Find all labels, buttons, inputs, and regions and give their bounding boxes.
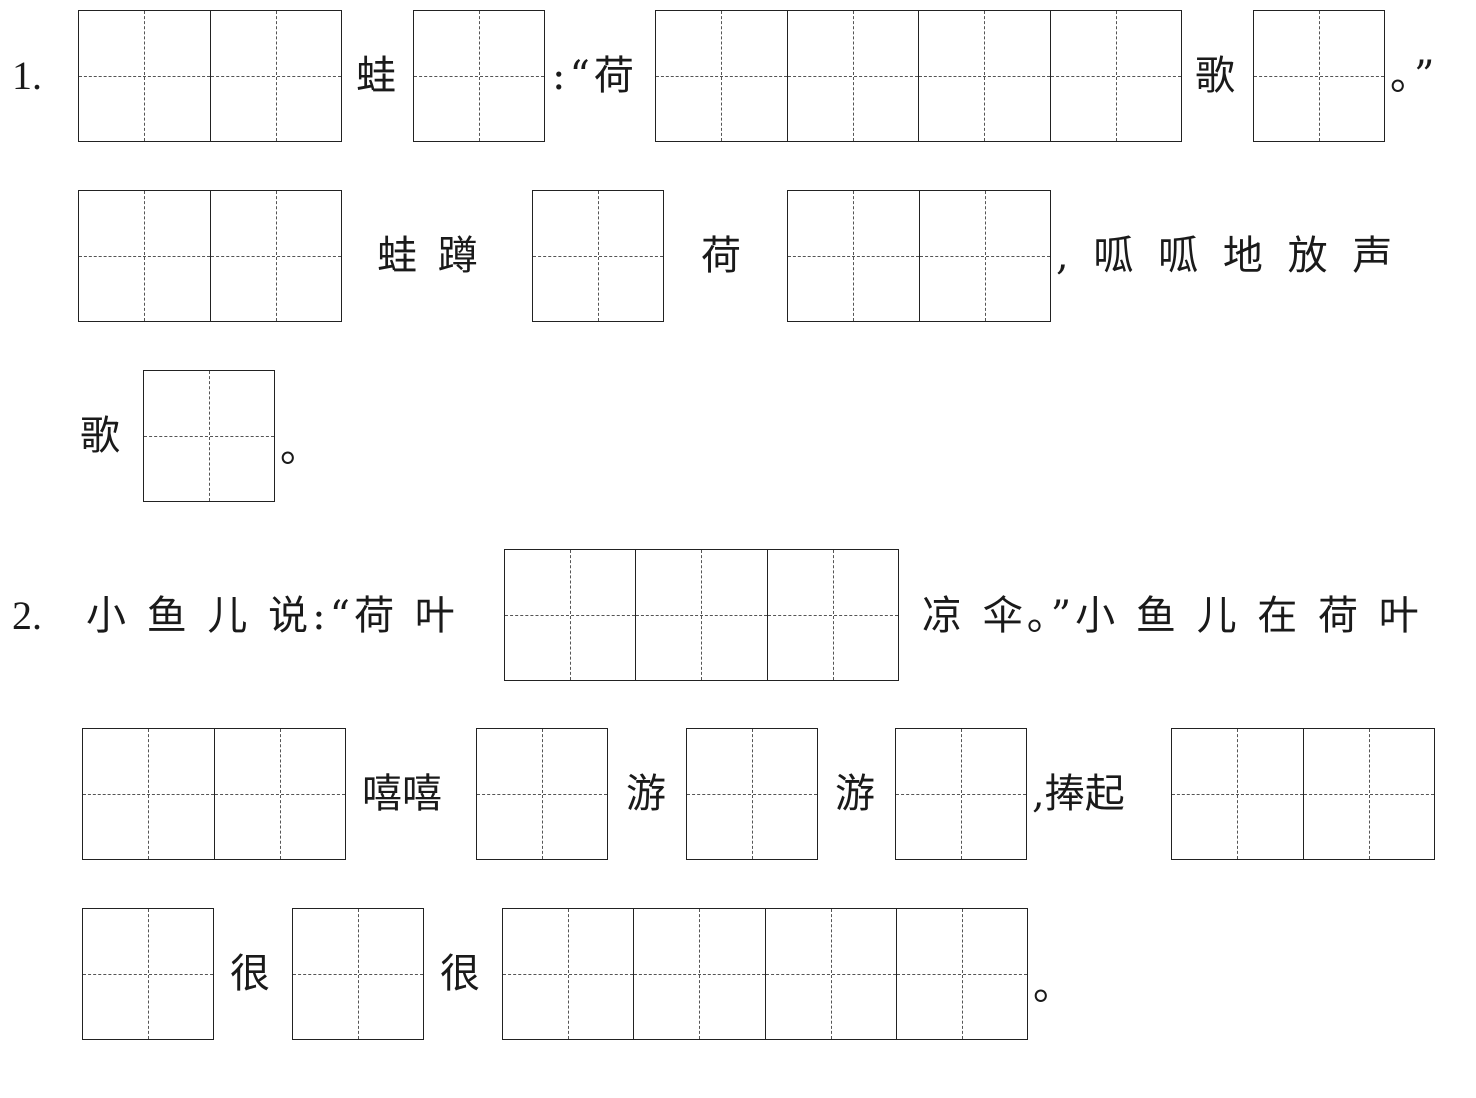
tianzige-cell[interactable]: [533, 191, 663, 321]
writing-grid-1-cell[interactable]: [895, 728, 1027, 860]
writing-grid-2-cells[interactable]: [78, 190, 342, 322]
writing-grid-3-cells[interactable]: [504, 549, 899, 681]
writing-grid-4-cells[interactable]: [655, 10, 1182, 142]
writing-grid-2-cells[interactable]: [82, 728, 346, 860]
writing-grid-1-cell[interactable]: [1253, 10, 1385, 142]
text-segment: :“荷: [552, 53, 638, 99]
tianzige-cell[interactable]: [209, 11, 342, 141]
tianzige-cell[interactable]: [896, 729, 1026, 859]
text-segment: , 呱 呱 地 放 声: [1056, 233, 1399, 279]
tianzige-cell[interactable]: [505, 550, 636, 680]
text-segment: 。: [280, 425, 324, 471]
tianzige-cell[interactable]: [918, 11, 1050, 141]
question-number-2: 2.: [12, 593, 42, 638]
writing-grid-1-cell[interactable]: [82, 908, 214, 1040]
text-segment: 嘻嘻: [362, 771, 442, 817]
text-segment: 歌: [1195, 53, 1239, 99]
writing-grid-1-cell[interactable]: [292, 908, 424, 1040]
text-segment: 游: [626, 771, 670, 817]
tianzige-cell[interactable]: [503, 909, 634, 1039]
tianzige-cell[interactable]: [1049, 11, 1182, 141]
question-number-1: 1.: [12, 53, 42, 98]
writing-grid-2-cells[interactable]: [78, 10, 342, 142]
tianzige-cell[interactable]: [1302, 729, 1435, 859]
text-segment: 歌: [80, 413, 124, 459]
tianzige-cell[interactable]: [786, 11, 919, 141]
writing-grid-2-cells[interactable]: [1171, 728, 1435, 860]
text-segment: ,捧起: [1032, 771, 1125, 817]
tianzige-cell[interactable]: [213, 729, 346, 859]
writing-grid-1-cell[interactable]: [532, 190, 664, 322]
tianzige-cell[interactable]: [83, 729, 214, 859]
writing-grid-1-cell[interactable]: [686, 728, 818, 860]
tianzige-cell[interactable]: [633, 909, 765, 1039]
tianzige-cell[interactable]: [293, 909, 423, 1039]
tianzige-cell[interactable]: [79, 191, 210, 321]
text-segment: 蛙: [356, 53, 400, 99]
tianzige-cell[interactable]: [635, 550, 767, 680]
text-segment: 很: [440, 951, 484, 997]
tianzige-cell[interactable]: [764, 909, 897, 1039]
tianzige-cell[interactable]: [788, 191, 919, 321]
text-segment: 凉 伞。”小 鱼 儿 在 荷 叶: [922, 593, 1423, 639]
text-segment: 荷: [701, 233, 745, 279]
tianzige-cell[interactable]: [895, 909, 1028, 1039]
text-segment: 游: [835, 771, 879, 817]
tianzige-cell[interactable]: [414, 11, 544, 141]
tianzige-cell[interactable]: [918, 191, 1051, 321]
tianzige-cell[interactable]: [83, 909, 213, 1039]
tianzige-cell[interactable]: [144, 371, 274, 501]
tianzige-cell[interactable]: [656, 11, 787, 141]
text-segment: 很: [230, 951, 274, 997]
text-segment: 蛙 蹲: [377, 233, 482, 279]
text-segment: 。”: [1390, 53, 1439, 99]
writing-grid-1-cell[interactable]: [476, 728, 608, 860]
tianzige-cell[interactable]: [1172, 729, 1303, 859]
writing-grid-2-cells[interactable]: [787, 190, 1051, 322]
tianzige-cell[interactable]: [209, 191, 342, 321]
tianzige-cell[interactable]: [687, 729, 817, 859]
text-segment: 小 鱼 儿 说:“荷 叶: [86, 593, 459, 639]
tianzige-cell[interactable]: [1254, 11, 1384, 141]
text-segment: 。: [1033, 963, 1077, 1009]
tianzige-cell[interactable]: [766, 550, 899, 680]
tianzige-cell[interactable]: [79, 11, 210, 141]
tianzige-cell[interactable]: [477, 729, 607, 859]
writing-grid-1-cell[interactable]: [143, 370, 275, 502]
writing-grid-1-cell[interactable]: [413, 10, 545, 142]
writing-grid-4-cells[interactable]: [502, 908, 1028, 1040]
